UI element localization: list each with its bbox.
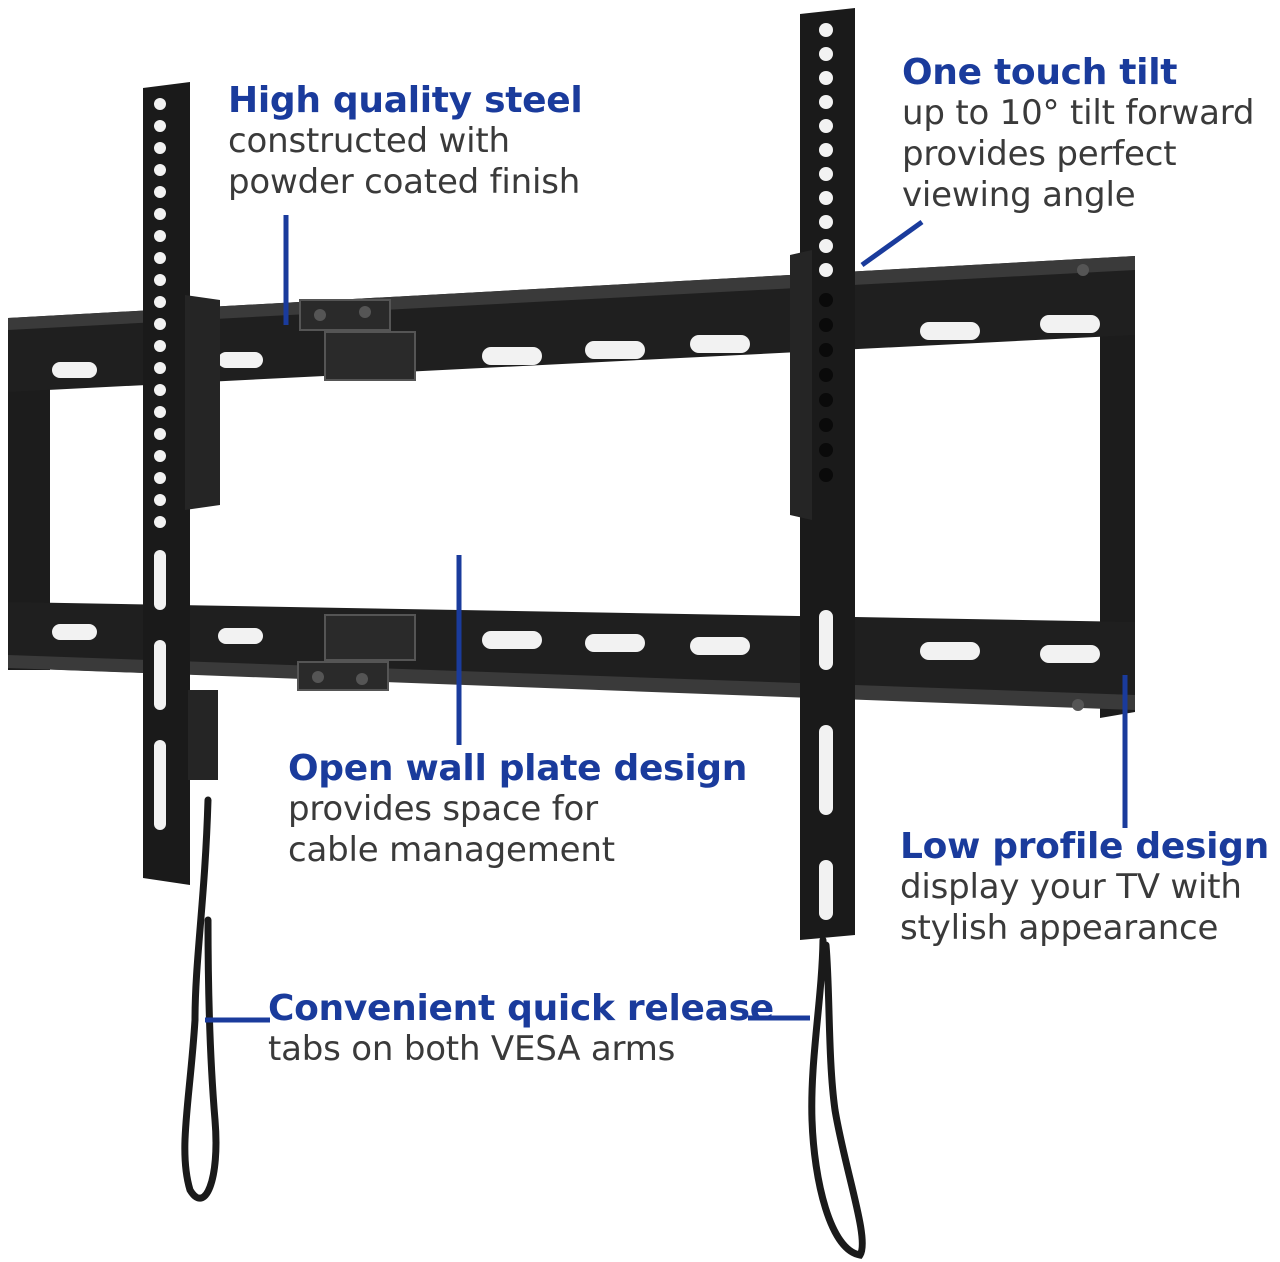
release-strap-left (181, 796, 220, 1202)
callout-high-quality-steel: High quality steel constructed with powd… (228, 80, 583, 203)
callout-text: constructed with (228, 121, 510, 161)
callout-text: display your TV with (900, 867, 1242, 907)
left-vesa-arm (143, 82, 220, 885)
callout-text: up to 10° tilt forward (902, 93, 1255, 133)
callout-low-profile: Low profile design display your TV with … (900, 826, 1269, 949)
callout-title: Open wall plate design (288, 748, 748, 789)
callout-text: provides space for (288, 789, 598, 829)
callout-text: provides perfect (902, 134, 1177, 174)
right-vesa-arm (790, 8, 855, 940)
callout-text: powder coated finish (228, 162, 581, 202)
callout-title: High quality steel (228, 80, 583, 121)
callout-one-touch-tilt: One touch tilt up to 10° tilt forward pr… (902, 52, 1254, 216)
callout-title: One touch tilt (902, 52, 1178, 93)
callout-open-wall-plate: Open wall plate design provides space fo… (288, 748, 747, 871)
callout-title: Convenient quick release (268, 988, 774, 1029)
callout-text: cable management (288, 830, 615, 870)
callout-title: Low profile design (900, 826, 1269, 867)
leader-lines (205, 215, 1128, 1023)
callout-quick-release: Convenient quick release tabs on both VE… (268, 988, 774, 1070)
callout-text: viewing angle (902, 175, 1136, 215)
callout-text: stylish appearance (900, 908, 1219, 948)
release-strap-right (808, 936, 866, 1259)
callout-text: tabs on both VESA arms (268, 1029, 676, 1069)
